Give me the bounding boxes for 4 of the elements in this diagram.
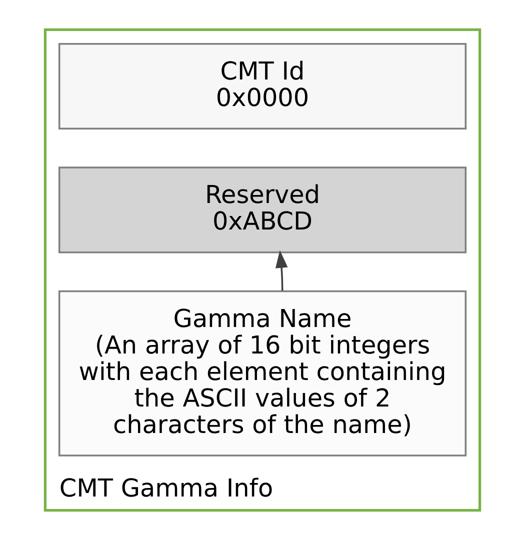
node-box: Gamma Name (An array of 16 bit integers with each element containing the ASCII values of 2 characters of the name) — [58, 290, 466, 456]
arrow — [274, 250, 288, 291]
node-box: Reserved 0xABCD — [58, 166, 466, 254]
node-box: CMT Id 0x0000 — [58, 42, 466, 130]
